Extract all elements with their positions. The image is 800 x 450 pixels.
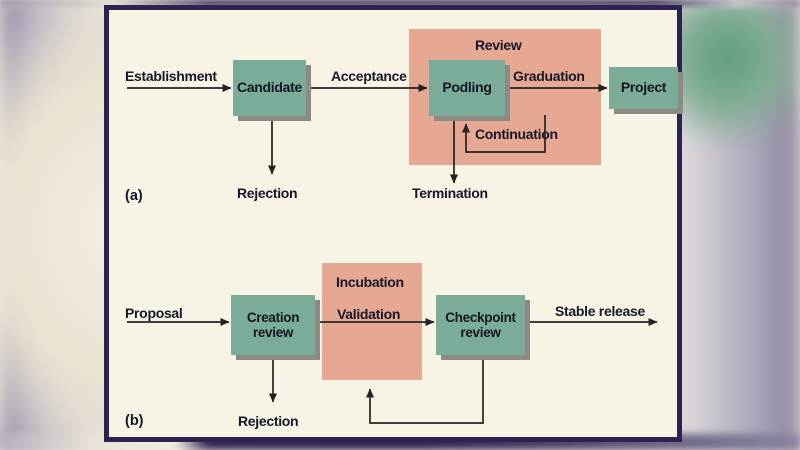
- diagram-canvas: (a) Establishment Acceptance Graduation …: [109, 10, 678, 437]
- node-checkpoint-review[interactable]: Checkpoint review: [436, 295, 525, 355]
- caption-a: (a): [125, 188, 143, 204]
- edge-label-acceptance: Acceptance: [331, 68, 407, 84]
- node-creation-review-line2: review: [252, 325, 294, 340]
- edge-label-graduation: Graduation: [513, 68, 585, 84]
- node-podling[interactable]: Podling: [429, 60, 505, 116]
- caption-b: (b): [125, 413, 144, 429]
- node-checkpoint-review-line1: Checkpoint: [445, 309, 516, 325]
- node-creation-review[interactable]: Creation review: [231, 295, 315, 355]
- node-creation-review-line1: Creation: [246, 309, 300, 325]
- edge-label-establishment: Establishment: [125, 68, 217, 84]
- node-checkpoint-review-line2: review: [460, 325, 501, 340]
- edge-label-rejection-b: Rejection: [238, 413, 299, 429]
- region-label-validation: Validation: [337, 306, 401, 322]
- node-project[interactable]: Project: [609, 67, 678, 109]
- region-label-incubation: Incubation: [336, 274, 404, 290]
- edge-label-continuation: Continuation: [475, 126, 558, 142]
- figure-panel: (a) Establishment Acceptance Graduation …: [104, 5, 682, 442]
- edge-label-termination: Termination: [412, 185, 488, 201]
- region-label-review: Review: [475, 37, 522, 53]
- edge-label-proposal: Proposal: [125, 305, 183, 321]
- edge-label-rejection-a: Rejection: [237, 185, 298, 201]
- node-candidate[interactable]: Candidate: [233, 60, 306, 116]
- background-top-band: [0, 0, 800, 6]
- edge-label-stable-release: Stable release: [555, 303, 645, 319]
- connector-lines: [127, 84, 658, 424]
